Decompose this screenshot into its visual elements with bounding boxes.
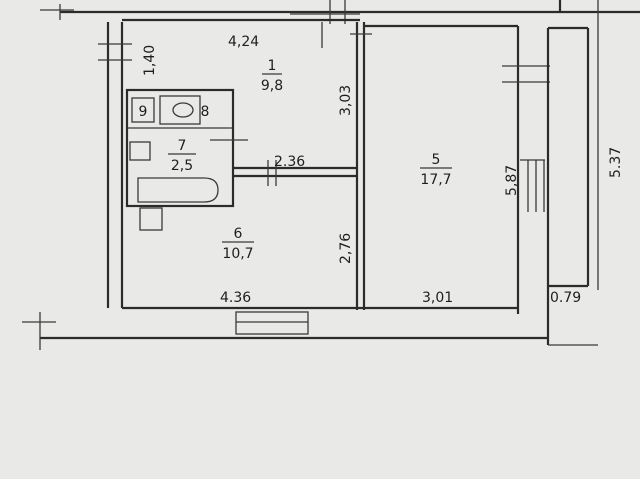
- dim-balcony-width: 0.79: [550, 290, 581, 306]
- room9-number: 9: [139, 104, 148, 120]
- toilet-box: [159, 95, 201, 125]
- dim-outer-height: 5.37: [608, 147, 624, 178]
- dim-room6-height: 2,76: [338, 233, 354, 264]
- room7-number: 7: [178, 138, 187, 154]
- toilet-bowl-icon: [172, 102, 194, 118]
- bathtub-icon: [137, 177, 219, 203]
- bathroom-block: [125, 88, 235, 208]
- room5-area: 17,7: [420, 172, 451, 188]
- sink-icon: [129, 141, 151, 161]
- room9-box: [131, 97, 155, 123]
- room7-area: 2,5: [171, 158, 193, 174]
- room6-area: 10,7: [222, 246, 253, 262]
- dim-top-width: 4,24: [228, 34, 259, 50]
- room8-number: 8: [201, 104, 210, 120]
- room6-number: 6: [234, 226, 243, 242]
- dim-kitchen-height: 3,03: [338, 85, 354, 116]
- room5-number: 5: [432, 152, 441, 168]
- room1-number: 1: [268, 58, 277, 74]
- washer-icon: [139, 207, 163, 231]
- dim-bottom-left: 4.36: [220, 290, 251, 306]
- dim-room5-height: 5,87: [504, 165, 520, 196]
- entry-door: [235, 311, 309, 335]
- dim-left-small: 1,40: [142, 45, 158, 76]
- room1-area: 9,8: [261, 78, 283, 94]
- dim-bottom-mid: 3,01: [422, 290, 453, 306]
- dim-corridor-width: 2.36: [274, 154, 305, 170]
